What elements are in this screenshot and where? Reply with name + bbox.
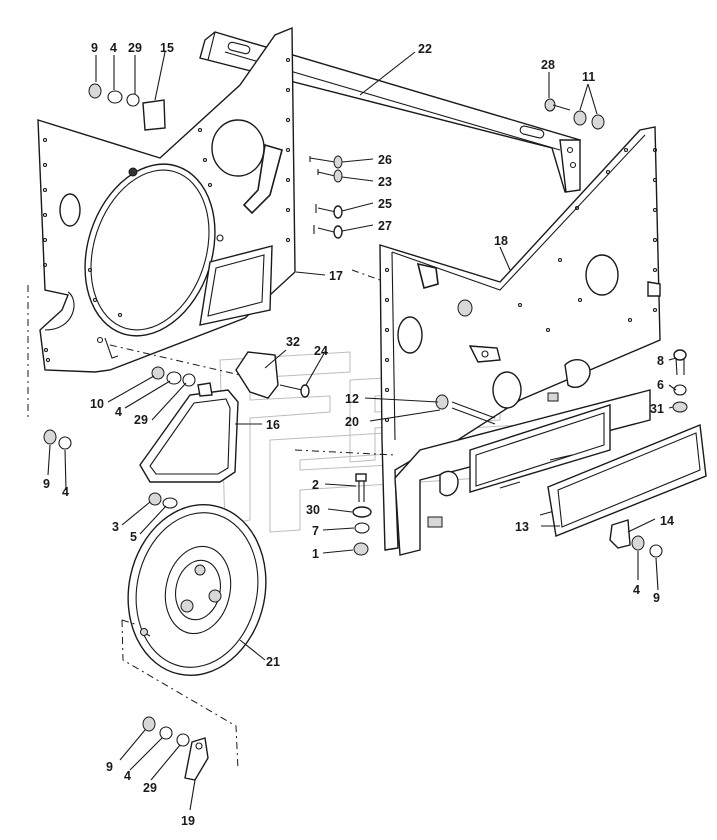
callout-13: 13 xyxy=(515,520,529,534)
callout-9b: 9 xyxy=(43,477,50,491)
callout-4e: 4 xyxy=(124,769,131,783)
callout-4c: 4 xyxy=(62,485,69,499)
callout-4: 4 xyxy=(110,41,117,55)
callout-14: 14 xyxy=(660,514,674,528)
callout-labels: 9 4 29 15 22 28 11 26 23 25 27 18 17 32 … xyxy=(43,41,674,828)
callout-8: 8 xyxy=(657,354,664,368)
callout-15: 15 xyxy=(160,41,174,55)
left-side-plate xyxy=(37,26,296,373)
callout-1: 1 xyxy=(312,547,319,561)
gasket-16 xyxy=(139,382,239,483)
callout-2: 2 xyxy=(312,478,319,492)
callout-10: 10 xyxy=(90,397,104,411)
callout-3: 3 xyxy=(112,520,119,534)
callout-17: 17 xyxy=(329,269,343,283)
callout-32: 32 xyxy=(286,335,300,349)
callout-16: 16 xyxy=(266,418,280,432)
lower-right-frame xyxy=(394,389,651,556)
callout-30: 30 xyxy=(306,503,320,517)
callout-6: 6 xyxy=(657,378,664,392)
callout-21: 21 xyxy=(266,655,280,669)
bracket-32 xyxy=(235,351,279,399)
callout-27: 27 xyxy=(378,219,392,233)
leader-lines xyxy=(47,51,677,811)
callout-4b: 4 xyxy=(115,405,122,419)
callout-4d: 4 xyxy=(633,583,640,597)
callout-29b: 29 xyxy=(134,413,148,427)
callout-24: 24 xyxy=(314,344,328,358)
callout-11: 11 xyxy=(582,70,595,84)
callout-9c: 9 xyxy=(653,591,660,605)
flywheel-cover-21 xyxy=(127,503,267,677)
callout-22: 22 xyxy=(418,42,432,56)
hardware-items xyxy=(43,83,688,781)
callout-29c: 29 xyxy=(143,781,157,795)
small-bracket-15 xyxy=(142,99,166,131)
callout-26: 26 xyxy=(378,153,392,167)
callout-28: 28 xyxy=(541,58,555,72)
callout-20: 20 xyxy=(345,415,359,429)
callout-9: 9 xyxy=(91,41,98,55)
callout-18: 18 xyxy=(494,234,508,248)
callout-7: 7 xyxy=(312,524,319,538)
callout-31: 31 xyxy=(650,402,664,416)
callout-5: 5 xyxy=(130,530,137,544)
gasket-13 xyxy=(547,424,707,537)
callout-9d: 9 xyxy=(106,760,113,774)
callout-12: 12 xyxy=(345,392,359,406)
clip-14 xyxy=(609,519,631,549)
callout-23: 23 xyxy=(378,175,392,189)
callout-29: 29 xyxy=(128,41,142,55)
assembly-guide-lines xyxy=(27,269,396,771)
callout-19: 19 xyxy=(181,814,195,828)
callout-25: 25 xyxy=(378,197,392,211)
